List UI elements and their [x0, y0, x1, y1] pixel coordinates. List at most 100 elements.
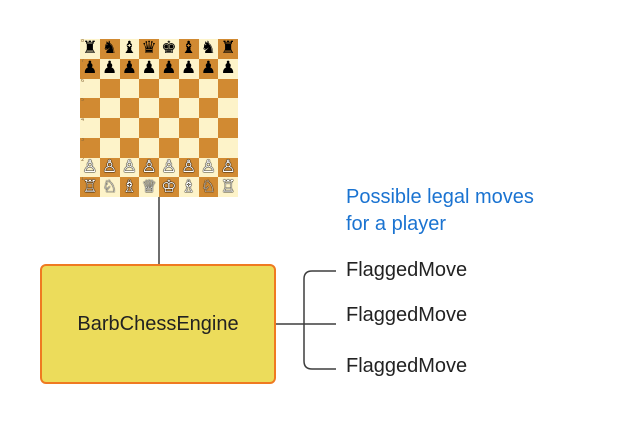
board-square	[198, 78, 219, 99]
board-square: ♝	[178, 39, 199, 59]
board-square	[218, 118, 238, 138]
board-square	[198, 118, 219, 138]
chess-piece: ♟	[82, 58, 98, 79]
board-square	[139, 137, 159, 158]
chess-piece: ♙	[181, 157, 197, 177]
board-square	[99, 78, 120, 99]
rank-label: 3	[81, 137, 85, 143]
chess-piece: ♝	[121, 39, 137, 59]
chess-piece: ♝	[181, 39, 197, 59]
chess-piece: ♟	[220, 58, 236, 79]
board-square: ♟	[99, 58, 120, 79]
board-square: ♞	[198, 39, 219, 59]
chess-piece: ♙	[141, 157, 157, 177]
chess-piece: ♙	[82, 157, 98, 177]
rank-label: 1	[81, 177, 85, 183]
board-square	[99, 118, 120, 138]
chess-piece: ♛	[141, 39, 157, 59]
board-square: 1♖	[80, 177, 100, 197]
board-square	[178, 78, 199, 99]
board-square	[99, 98, 120, 118]
board-square: ♟	[159, 58, 179, 79]
board-square: ♙	[218, 157, 238, 178]
chess-piece: ♔	[161, 177, 177, 197]
chess-piece: ♙	[161, 157, 177, 177]
chess-piece: ♜	[220, 39, 236, 59]
chess-piece: ♖	[220, 177, 236, 197]
board-square	[218, 137, 238, 158]
board-square: ♚	[159, 39, 179, 59]
board-square	[159, 98, 179, 118]
board-square: ♙	[159, 157, 179, 178]
board-square	[198, 98, 219, 118]
board-square	[139, 98, 159, 118]
board-square: 7♟	[80, 58, 100, 79]
board-square: ♔	[159, 177, 179, 197]
board-square	[119, 78, 140, 99]
rank-label: 8	[81, 39, 85, 44]
board-square	[178, 118, 199, 138]
chess-piece: ♘	[200, 177, 216, 197]
chess-piece: ♗	[181, 177, 197, 197]
board-square: ♘	[99, 177, 120, 197]
chess-piece: ♗	[121, 177, 137, 197]
board-square	[159, 137, 179, 158]
chess-piece: ♟	[200, 58, 216, 79]
chess-piece: ♟	[141, 58, 157, 79]
board-square	[119, 118, 140, 138]
chess-piece: ♖	[82, 177, 98, 197]
board-square: ♟	[198, 58, 219, 79]
engine-label: BarbChessEngine	[77, 312, 239, 335]
chess-piece: ♟	[102, 58, 118, 79]
board-square: ♜	[218, 39, 238, 59]
board-square: 5	[80, 98, 100, 118]
board-square: ♙	[119, 157, 140, 178]
rank-label: 2	[81, 157, 85, 163]
chess-piece: ♕	[141, 177, 157, 197]
board-square: 4	[80, 118, 100, 138]
board-square	[218, 98, 238, 118]
board-square: ♘	[198, 177, 219, 197]
board-square	[119, 137, 140, 158]
board-square: 6	[80, 78, 100, 99]
board-square: ♗	[119, 177, 140, 197]
chess-piece: ♟	[161, 58, 177, 79]
board-square: ♙	[198, 157, 219, 178]
board-square: ♕	[139, 177, 159, 197]
rank-label: 6	[81, 78, 85, 84]
chess-piece: ♙	[220, 157, 236, 177]
board-square: 8♜	[80, 39, 100, 59]
moves-caption-line-2: for a player	[346, 213, 447, 235]
board-square: ♙	[139, 157, 159, 178]
chess-piece: ♞	[200, 39, 216, 59]
board-square	[139, 78, 159, 99]
chess-piece: ♟	[121, 58, 137, 79]
moves-caption-line-1: Possible legal moves	[346, 186, 534, 208]
board-square: ♖	[218, 177, 238, 197]
board-square: ♛	[139, 39, 159, 59]
rank-label: 5	[81, 98, 85, 104]
board-square	[139, 118, 159, 138]
rank-label: 7	[81, 58, 85, 64]
chess-piece: ♜	[82, 39, 98, 59]
flagged-move-1: FlaggedMove	[346, 259, 468, 281]
board-square	[119, 98, 140, 118]
flagged-move-3: FlaggedMove	[346, 355, 468, 377]
chess-piece: ♙	[121, 157, 137, 177]
board-square: ♟	[119, 58, 140, 79]
chess-piece: ♙	[102, 157, 118, 177]
board-square: ♗	[178, 177, 199, 197]
chess-piece: ♚	[161, 39, 177, 59]
chess-piece: ♟	[181, 58, 197, 79]
board-square	[159, 78, 179, 99]
rank-label: 4	[81, 118, 85, 123]
board-square	[198, 137, 219, 158]
board-square: ♟	[139, 58, 159, 79]
board-square	[159, 118, 179, 138]
board-square	[178, 137, 199, 158]
board-square: ♟	[178, 58, 199, 79]
board-square	[218, 78, 238, 99]
